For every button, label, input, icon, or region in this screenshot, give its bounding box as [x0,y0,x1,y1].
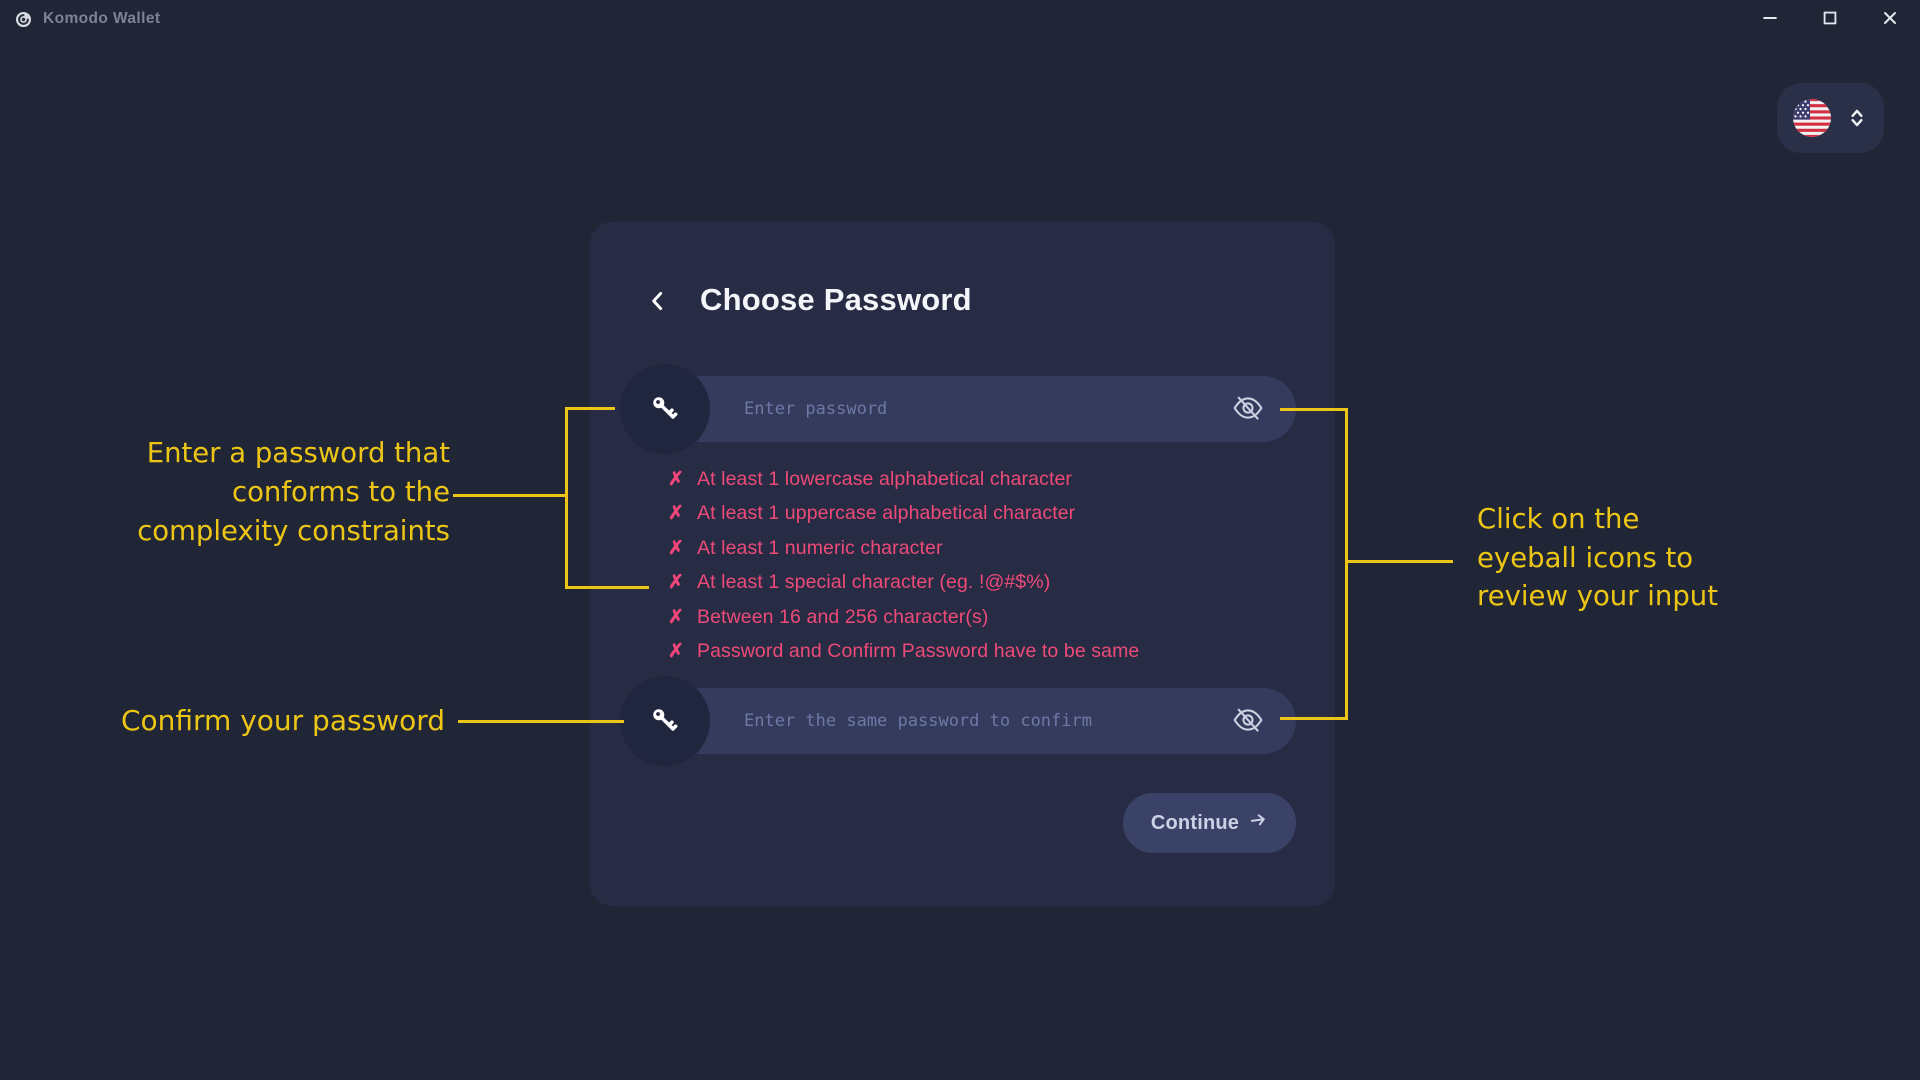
x-mark-icon: ✗ [668,468,684,490]
validation-item: ✗ Password and Confirm Password have to b… [668,635,1139,670]
continue-button[interactable]: Continue [1123,793,1296,853]
chevron-updown-icon [1844,105,1870,131]
page-title: Choose Password [700,282,972,317]
language-selector[interactable] [1777,83,1884,153]
confirm-password-field [620,676,1296,766]
validation-text: At least 1 numeric character [697,536,943,559]
back-button[interactable] [640,284,676,320]
maximize-icon [1820,8,1840,31]
x-mark-icon: ✗ [668,537,684,559]
window-controls [1752,4,1920,34]
maximize-button[interactable] [1812,4,1848,34]
eye-slash-icon [1232,704,1264,739]
key-icon [620,364,710,454]
connector-line [1280,408,1348,411]
x-mark-icon: ✗ [668,641,684,663]
validation-text: Password and Confirm Password have to be… [697,640,1140,663]
titlebar: Komodo Wallet [0,0,1920,38]
komodo-logo-icon [14,10,33,29]
connector-line [1280,717,1348,720]
validation-text: At least 1 special character (eg. !@#$%) [697,571,1051,594]
annotation-password-constraints: Enter a password that conforms to the co… [137,437,450,547]
confirm-visibility-toggle[interactable] [1230,704,1266,738]
validation-item: ✗ At least 1 special character (eg. !@#$%… [668,566,1139,601]
choose-password-card: Choose Password ✗ At least 1 lowercase al… [590,222,1335,906]
password-field [620,364,1296,454]
minimize-button[interactable] [1752,4,1788,34]
key-icon [620,676,710,766]
confirm-password-input[interactable] [622,688,1296,754]
x-mark-icon: ✗ [668,572,684,594]
validation-item: ✗ Between 16 and 256 character(s) [668,600,1139,635]
validation-item: ✗ At least 1 uppercase alphabetical chara… [668,497,1139,532]
chevron-left-icon [645,288,671,317]
validation-item: ✗ At least 1 lowercase alphabetical chara… [668,462,1139,497]
connector-line [453,494,567,497]
x-mark-icon: ✗ [668,503,684,525]
connector-line [565,407,568,589]
close-icon [1880,8,1900,31]
validation-text: At least 1 lowercase alphabetical charac… [697,467,1072,490]
minimize-icon [1760,8,1780,31]
connector-line [565,407,615,410]
connector-line [565,586,649,589]
password-visibility-toggle[interactable] [1230,392,1266,426]
eye-slash-icon [1232,392,1264,427]
annotation-confirm-password: Confirm your password [120,704,445,737]
annotation-eyeball-icons: Click on the eyeball icons to review you… [1477,503,1719,612]
connector-line [1345,560,1453,563]
validation-item: ✗ At least 1 numeric character [668,531,1139,566]
continue-label: Continue [1150,811,1240,834]
password-input[interactable] [622,376,1296,442]
app-title: Komodo Wallet [43,10,161,27]
connector-line [1345,408,1348,720]
x-mark-icon: ✗ [668,606,684,628]
us-flag-icon [1792,98,1832,138]
arrow-right-icon [1248,810,1268,836]
validation-text: Between 16 and 256 character(s) [697,605,989,628]
connector-line [458,720,624,723]
password-validation-list: ✗ At least 1 lowercase alphabetical chara… [668,462,1139,669]
validation-text: At least 1 uppercase alphabetical charac… [697,502,1076,525]
close-button[interactable] [1872,4,1908,34]
